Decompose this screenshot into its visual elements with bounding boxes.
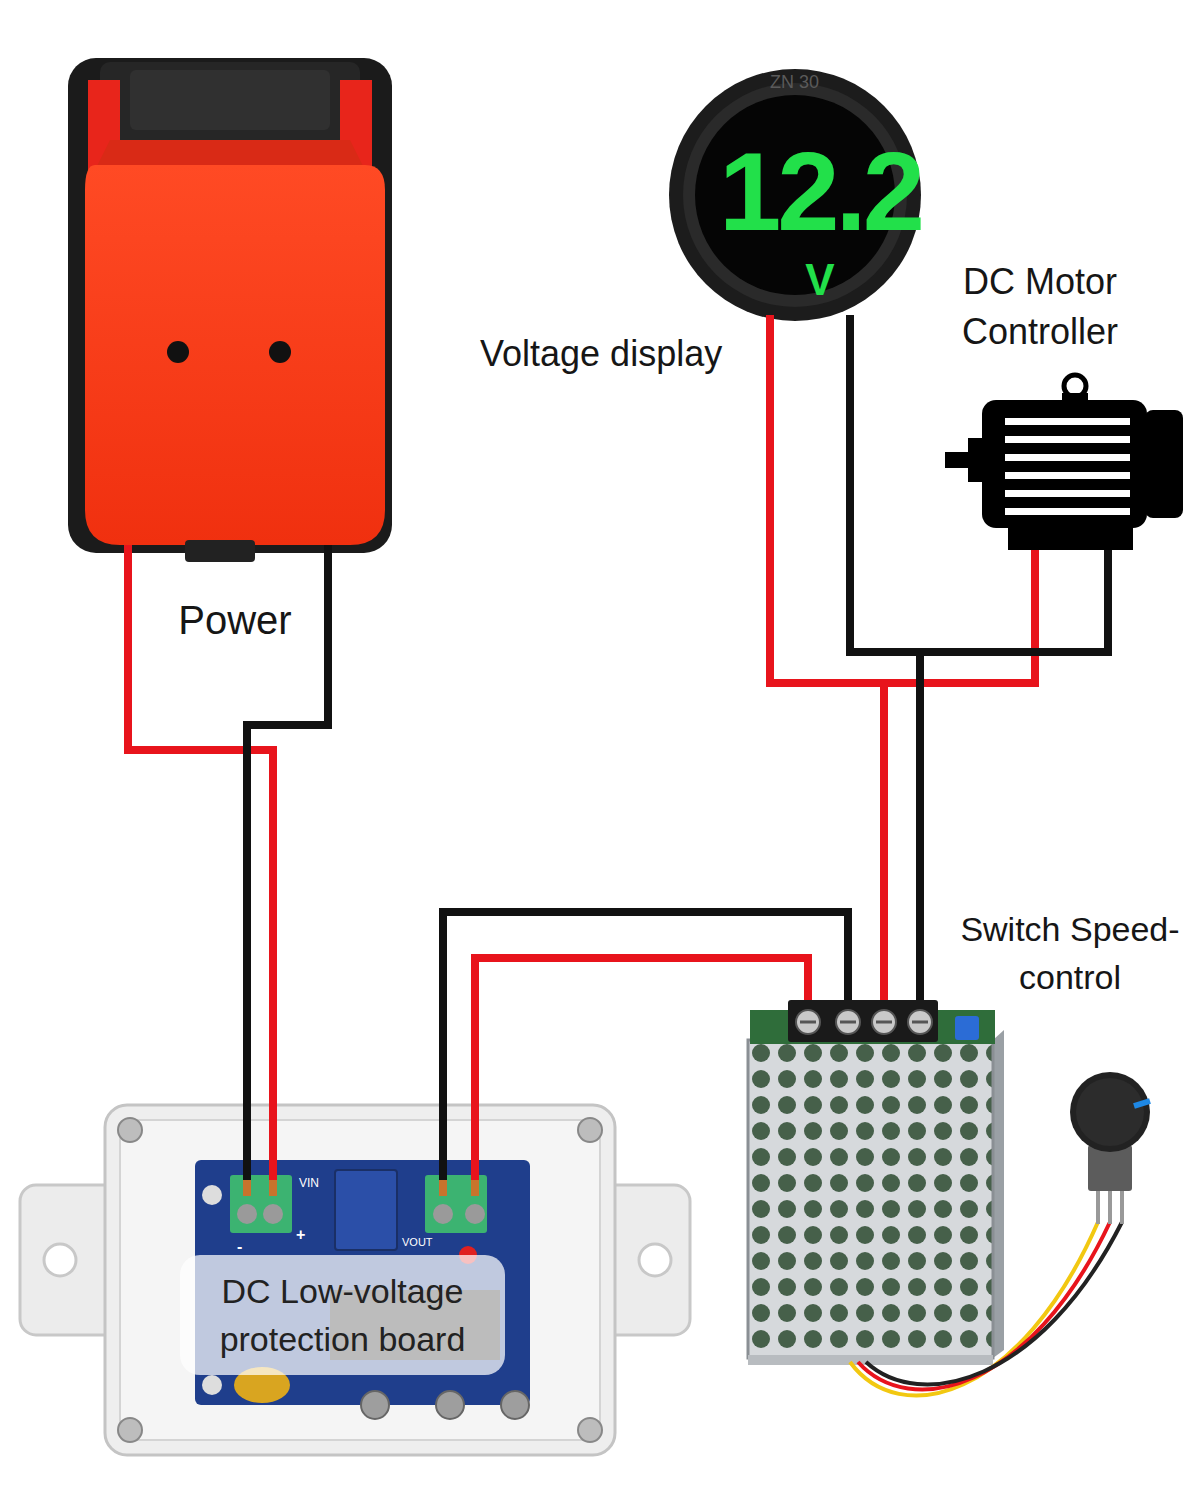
board-illustration	[20, 1100, 690, 1455]
battery-pack: Power	[65, 55, 395, 545]
battery-illustration	[68, 58, 392, 562]
controller-illustration	[748, 1000, 1150, 1396]
model-marking: ZN 30	[770, 72, 819, 93]
unit-symbol: V	[695, 256, 945, 304]
node-label: DC Low-voltage protection board	[180, 1255, 505, 1375]
dc-motor: DC Motor Controller	[945, 375, 1185, 550]
wire	[475, 958, 808, 1105]
pin-name: VIN	[299, 1176, 319, 1190]
pin-sign: -	[237, 1238, 242, 1256]
voltage-display: Voltage display12.2V	[670, 70, 920, 320]
pin-sign: +	[296, 1226, 305, 1244]
motor-icon	[945, 375, 1183, 550]
digit-readout: 12.2	[695, 136, 945, 248]
wire-pair	[770, 320, 920, 1000]
wire	[443, 912, 848, 1105]
protection-board: DC Low-voltage protection board	[105, 1105, 615, 1455]
speed-controller: Switch Speed-control	[745, 1000, 1000, 1365]
node-label: Switch Speed-control	[945, 905, 1195, 1001]
wire-pair	[443, 912, 848, 1105]
node-label: Voltage display	[480, 332, 722, 376]
pin-name: VOUT	[402, 1236, 433, 1248]
wire	[770, 320, 884, 1000]
node-label: Power	[135, 596, 335, 644]
node-label: DC Motor Controller	[910, 257, 1170, 357]
